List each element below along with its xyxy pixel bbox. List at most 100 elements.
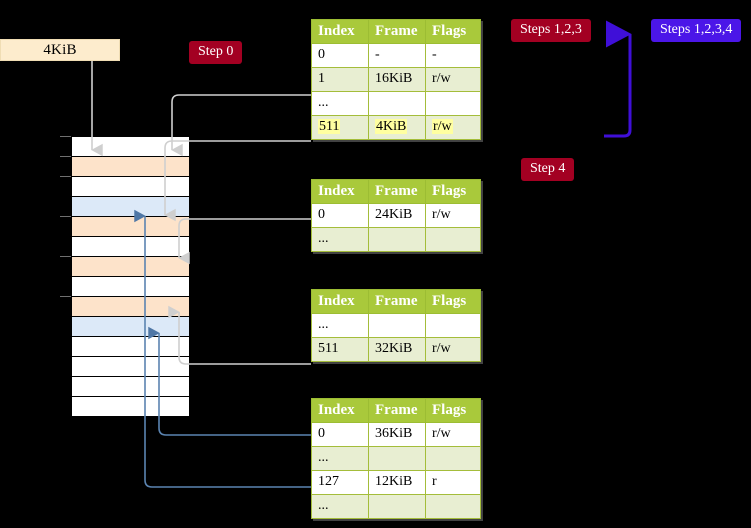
memory-row [71, 176, 190, 197]
table-cell: ... [311, 446, 369, 471]
table-cell: ... [311, 494, 369, 519]
table-row: ... [311, 494, 481, 519]
table-cell: 511 [311, 337, 369, 362]
column-header-index: Index [311, 289, 369, 314]
badge-step-4-text: Step 4 [530, 161, 566, 176]
memory-row [71, 136, 190, 157]
table-cell: 1 [311, 67, 369, 92]
badge-step-4: Step 4 [521, 158, 575, 181]
table-cell: 16KiB [368, 67, 426, 92]
table-cell: r/w [425, 203, 481, 228]
size-label-text: 4KiB [43, 41, 77, 58]
size-label-4kib: 4KiB [0, 39, 120, 61]
badge-steps-1234-text: Steps 1,2,3,4 [660, 22, 733, 37]
memory-row [71, 256, 190, 277]
badge-steps-1234: Steps 1,2,3,4 [651, 19, 742, 42]
memory-grid [60, 136, 190, 417]
table-cell: ... [311, 91, 369, 116]
memory-row-tick [60, 216, 71, 217]
table-row: ... [311, 227, 481, 252]
table-cell [368, 494, 426, 519]
memory-row-tick [60, 296, 71, 297]
memory-row [71, 196, 190, 217]
table-cell: 4KiB [368, 115, 426, 140]
memory-row [71, 316, 190, 337]
table-row: 511 4KiB r/w [311, 115, 481, 140]
highlighted-value: 4KiB [375, 119, 408, 134]
memory-row [71, 156, 190, 177]
badge-steps-123: Steps 1,2,3 [511, 19, 591, 42]
memory-row [71, 376, 190, 397]
memory-row-tick [60, 256, 71, 257]
wire-table2-to-mem [168, 305, 311, 365]
wire-steps-loop-arrow [604, 20, 632, 138]
table-cell [425, 227, 481, 252]
table-cell: - [368, 43, 426, 68]
table-cell: r [425, 470, 481, 495]
memory-row [71, 396, 190, 417]
table-cell: 0 [311, 203, 369, 228]
table-cell: 127 [311, 470, 369, 495]
column-header-frame: Frame [368, 398, 426, 423]
table-cell [368, 446, 426, 471]
memory-row [71, 276, 190, 297]
table-cell [425, 313, 481, 338]
wire-table4-row1-to-mem [171, 94, 311, 157]
table-row: ... [311, 446, 481, 471]
table-cell: 24KiB [368, 203, 426, 228]
table-cell: 12KiB [368, 470, 426, 495]
memory-row-tick [60, 156, 71, 157]
memory-row-tick [60, 176, 71, 177]
table-cell [425, 446, 481, 471]
table-cell: r/w [425, 422, 481, 447]
table-cell: r/w [425, 115, 481, 140]
memory-row [71, 216, 190, 237]
table-row: 0-- [311, 43, 481, 68]
column-header-frame: Frame [368, 179, 426, 204]
column-header-index: Index [311, 179, 369, 204]
table-cell [368, 313, 426, 338]
memory-row [71, 336, 190, 357]
column-header-frame: Frame [368, 19, 426, 44]
column-header-flags: Flags [425, 398, 481, 423]
memory-row [71, 236, 190, 257]
table-cell: - [425, 43, 481, 68]
table-cell [368, 91, 426, 116]
table-cell: 0 [311, 422, 369, 447]
badge-steps-123-text: Steps 1,2,3 [520, 22, 582, 37]
table-cell: r/w [425, 337, 481, 362]
memory-row-tick [60, 136, 71, 137]
column-header-index: Index [311, 398, 369, 423]
table-cell: ... [311, 227, 369, 252]
table-cell: 0 [311, 43, 369, 68]
table-cell: 511 [311, 115, 369, 140]
badge-step-0-text: Step 0 [198, 44, 234, 59]
memory-row [71, 356, 190, 377]
column-header-flags: Flags [425, 289, 481, 314]
highlighted-value: r/w [432, 119, 453, 134]
table-cell: 32KiB [368, 337, 426, 362]
table-cell [425, 91, 481, 116]
table-row: ... [311, 313, 481, 338]
table-cell: r/w [425, 67, 481, 92]
column-header-index: Index [311, 19, 369, 44]
column-header-flags: Flags [425, 19, 481, 44]
memory-row [71, 296, 190, 317]
badge-step-0: Step 0 [189, 41, 243, 64]
table-cell [425, 494, 481, 519]
table-cell: ... [311, 313, 369, 338]
wire-table3-to-mem [178, 218, 311, 265]
table-cell [368, 227, 426, 252]
